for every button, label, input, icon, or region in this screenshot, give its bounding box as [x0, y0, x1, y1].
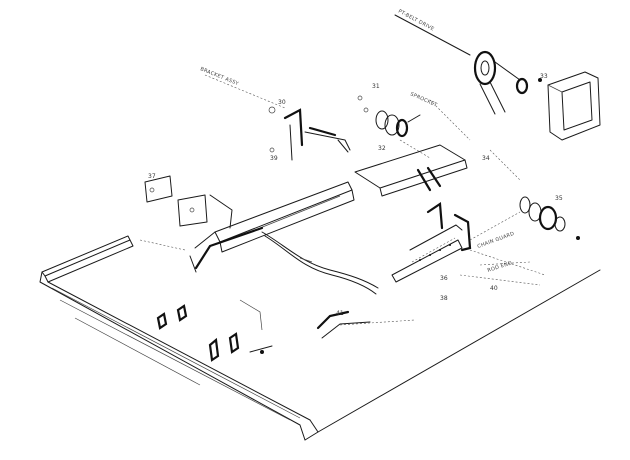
callout-1: 30 — [278, 99, 286, 106]
callout-2: 31 — [372, 83, 380, 90]
right-sprocket-stack — [469, 196, 580, 241]
part-tag-5: ROD END — [487, 260, 513, 274]
callout-12: 41 — [336, 310, 344, 317]
callout-6: 35 — [555, 195, 563, 202]
part-tag-1: PT-BELT DRIVE — [397, 8, 435, 32]
part-tag-4: CHAIN GUARD — [477, 231, 516, 250]
callout-labels: 30 31 32 33 34 35 36 37 38 39 40 41 — [148, 73, 563, 317]
callout-9: 38 — [440, 295, 448, 302]
callout-10: 39 — [270, 155, 278, 162]
callout-5: 34 — [482, 155, 490, 162]
frame-rail — [189, 181, 355, 273]
motor-housing — [547, 71, 601, 141]
cross-member — [354, 144, 468, 197]
front-linkage — [316, 310, 416, 339]
callout-4: 33 — [540, 73, 548, 80]
callout-11: 40 — [490, 285, 498, 292]
mounting-plate — [268, 106, 351, 161]
linkage-bar — [261, 231, 379, 295]
base-deck — [39, 235, 601, 441]
callout-3: 32 — [378, 145, 386, 152]
deck-hardware — [156, 299, 273, 362]
callout-7: 36 — [440, 275, 448, 282]
part-tag-3: SPROCKET — [409, 91, 439, 109]
left-bracket-parts — [139, 175, 233, 251]
leader-lines — [204, 74, 546, 286]
part-tag-2: BRACKET ASSY — [199, 66, 240, 87]
callout-8: 37 — [148, 173, 156, 180]
top-pulley-assembly — [394, 14, 542, 115]
side-bracket — [391, 202, 472, 283]
middle-sprocket-stack — [357, 95, 431, 159]
